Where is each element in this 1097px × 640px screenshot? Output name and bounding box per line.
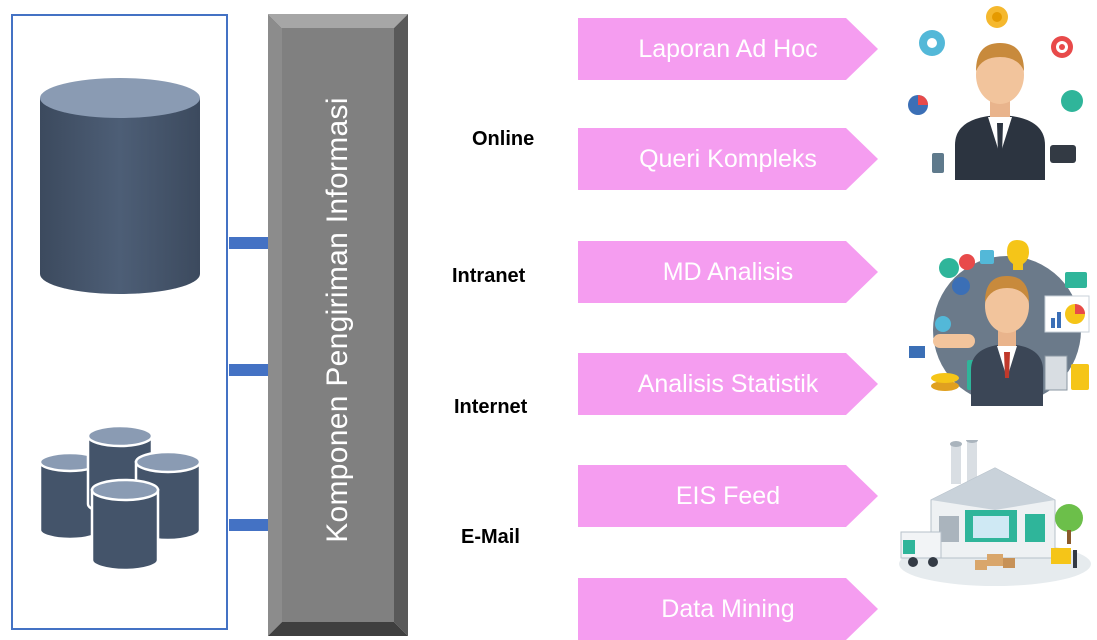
database-cylinder-icon <box>40 78 200 294</box>
channel-internet: Internet <box>454 396 528 418</box>
delivery-component-label: Komponen Pengiriman Informasi <box>321 97 354 543</box>
channel-online: Online <box>472 128 535 150</box>
connector-bottom <box>229 519 269 531</box>
output-arrow-analisis-statistik: Analisis Statistik <box>578 353 880 415</box>
output-arrow-queri-kompleks: Queri Kompleks <box>578 128 880 190</box>
output-label: Data Mining <box>661 595 795 623</box>
delivery-component-bar <box>268 14 408 636</box>
analyst-illustration-icon <box>909 240 1090 406</box>
output-label: Queri Kompleks <box>639 145 817 173</box>
connector-middle <box>229 364 269 376</box>
database-cluster-icon <box>38 424 202 572</box>
factory-illustration-icon <box>899 440 1091 586</box>
output-arrow-data-mining: Data Mining <box>578 578 880 640</box>
output-label: MD Analisis <box>662 258 794 286</box>
connector-top <box>229 237 269 249</box>
output-arrow-eis-feed: EIS Feed <box>578 465 880 527</box>
output-arrow-md-analisis: MD Analisis <box>578 241 880 303</box>
output-label: EIS Feed <box>675 482 781 510</box>
output-label: Analisis Statistik <box>637 370 819 398</box>
channel-intranet: Intranet <box>452 265 526 287</box>
output-label: Laporan Ad Hoc <box>638 35 818 63</box>
businessman-illustration-icon <box>908 6 1083 180</box>
output-arrow-laporan-ad-hoc: Laporan Ad Hoc <box>578 18 880 80</box>
channel-email: E-Mail <box>461 526 520 548</box>
